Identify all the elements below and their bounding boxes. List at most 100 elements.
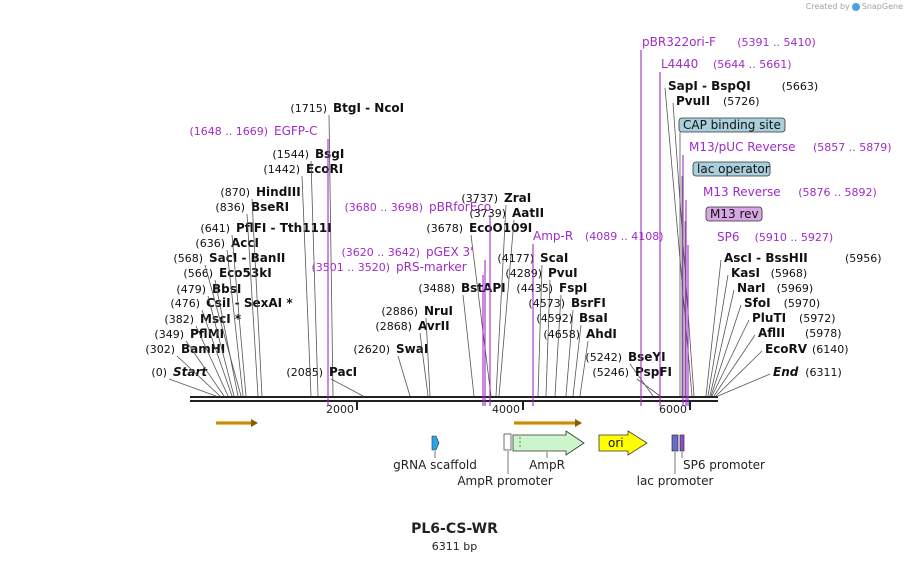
site-name: NruI bbox=[424, 304, 453, 318]
site-name: AflII bbox=[758, 326, 785, 340]
site-leader-line bbox=[495, 204, 507, 397]
site-leader-line bbox=[301, 175, 312, 397]
left-site: (0)Start bbox=[151, 365, 217, 397]
site-name: PluTI bbox=[752, 311, 786, 325]
grna-scaffold-marker bbox=[431, 435, 440, 451]
right-site: AscI - BssHII(5956) bbox=[705, 251, 882, 397]
feature-label: SP6 promoter bbox=[683, 458, 765, 472]
middle-site: (2868)AvrII bbox=[375, 319, 450, 397]
primer-range: (5857 .. 5879) bbox=[813, 141, 892, 154]
site-position: (5956) bbox=[845, 252, 882, 265]
site-name: PflMI bbox=[190, 327, 224, 341]
site-name: AatII bbox=[512, 206, 544, 220]
right-site: KasI(5968) bbox=[707, 266, 807, 397]
primer: pBR322ori-F(5391 .. 5410) bbox=[640, 35, 816, 406]
site-leader-line bbox=[462, 294, 475, 397]
site-position: (3678) bbox=[426, 222, 463, 235]
site-name: PvuII bbox=[676, 94, 710, 108]
feature-label: AmpR promoter bbox=[457, 474, 552, 488]
ruler-tick-label: 2000 bbox=[326, 403, 354, 416]
credit-prefix: Created by bbox=[805, 2, 850, 11]
site-position: (4573) bbox=[528, 297, 565, 310]
site-leader-line bbox=[545, 279, 551, 397]
site-name: BtgI - NcoI bbox=[333, 101, 404, 115]
site-name: PflFI - Tth111I bbox=[236, 221, 332, 235]
left-site: (1442)EcoRI bbox=[263, 162, 343, 397]
site-leader-line bbox=[204, 264, 242, 397]
feature-box bbox=[692, 161, 771, 177]
site-name: CsiI - SexAI * bbox=[206, 296, 293, 310]
right-site: EcoRV(6140) bbox=[715, 342, 849, 397]
plasmid-length: 6311 bp bbox=[431, 540, 478, 553]
site-leader-line bbox=[201, 309, 233, 397]
feature-label: gRNA scaffold bbox=[393, 458, 477, 472]
site-position: (5246) bbox=[592, 366, 629, 379]
middle-site: (2085)PacI bbox=[286, 365, 364, 397]
primer: EGFP-C (1648 .. 1669) bbox=[189, 124, 329, 406]
middle-site: (4658)AhdI bbox=[543, 327, 617, 397]
site-position: (4177) bbox=[497, 252, 534, 265]
site-position: (2085) bbox=[286, 366, 323, 379]
site-position: (2868) bbox=[375, 320, 412, 333]
site-position: (5726) bbox=[723, 95, 760, 108]
feature-box bbox=[678, 117, 786, 133]
primer: pGEX 3'(3620 .. 3642) bbox=[341, 245, 486, 406]
site-leader-line bbox=[246, 213, 259, 397]
primer-range: (5644 .. 5661) bbox=[713, 58, 792, 71]
primer-name: SP6 bbox=[717, 230, 740, 244]
site-name: KasI bbox=[731, 266, 760, 280]
site-position: (870) bbox=[220, 186, 250, 199]
site-name: BseRI bbox=[251, 200, 289, 214]
site-name: BsaI bbox=[579, 311, 608, 325]
site-position: (1544) bbox=[272, 148, 309, 161]
site-leader-line bbox=[498, 219, 515, 397]
site-position: (3739) bbox=[469, 207, 506, 220]
site-position: (5242) bbox=[585, 351, 622, 364]
site-leader-line bbox=[330, 378, 364, 397]
site-position: (476) bbox=[170, 297, 200, 310]
site-position: (5663) bbox=[782, 80, 819, 93]
site-position: (5970) bbox=[784, 297, 821, 310]
site-position: (641) bbox=[200, 222, 230, 235]
primer-range: (4089 .. 4108) bbox=[585, 230, 664, 243]
site-position: (2886) bbox=[381, 305, 418, 318]
feature-box-label: lac operator bbox=[697, 162, 770, 176]
site-position: (6140) bbox=[812, 343, 849, 356]
site-leader-line bbox=[226, 249, 244, 397]
primer-name: pBRforEco bbox=[429, 200, 491, 214]
site-position: (836) bbox=[215, 201, 245, 214]
middle-site: (2620)SwaI bbox=[353, 342, 428, 397]
middle-site: (2886) NruI bbox=[381, 304, 453, 397]
right-site: SfoI (5970) bbox=[710, 296, 821, 397]
site-name: ZraI bbox=[504, 191, 531, 205]
left-site: (349)PflMI bbox=[154, 327, 225, 397]
site-leader-line bbox=[711, 319, 750, 397]
site-name: SacI - BanII bbox=[209, 251, 285, 265]
snapgene-logo-icon bbox=[851, 2, 860, 11]
site-position: (566) bbox=[183, 267, 213, 280]
primer-range: (1648 .. 1669) bbox=[189, 125, 268, 138]
snapgene-credit: Created by SnapGene bbox=[806, 2, 903, 11]
site-name: EcoRI bbox=[306, 162, 343, 176]
primer-name: Amp-R bbox=[533, 229, 573, 243]
credit-brand: SnapGene bbox=[861, 2, 903, 11]
site-leader-line bbox=[707, 274, 729, 397]
primer-name: M13 Reverse bbox=[703, 185, 781, 199]
site-name: Eco53kI bbox=[219, 266, 272, 280]
site-name: PvuI bbox=[548, 266, 578, 280]
middle-site: (5246)PspFI bbox=[592, 365, 672, 397]
site-position: (5972) bbox=[799, 312, 836, 325]
site-name: SfoI bbox=[744, 296, 771, 310]
site-name: NarI bbox=[737, 281, 766, 295]
right-site: NarI(5969) bbox=[709, 281, 813, 397]
plasmid-name: PL6-CS-WR bbox=[411, 521, 498, 537]
left-site: (641) PflFI - Tth111I bbox=[200, 221, 332, 397]
site-name: SapI - BspQI bbox=[668, 79, 751, 93]
right-site: End(6311) bbox=[717, 365, 842, 397]
site-leader-line bbox=[710, 304, 742, 397]
left-site: (1715)BtgI - NcoI bbox=[290, 101, 404, 397]
primer-name: EGFP-C bbox=[274, 124, 317, 138]
sp6-promoter-marker bbox=[679, 434, 685, 452]
site-leader-line bbox=[231, 234, 247, 397]
site-position: (4658) bbox=[543, 328, 580, 341]
